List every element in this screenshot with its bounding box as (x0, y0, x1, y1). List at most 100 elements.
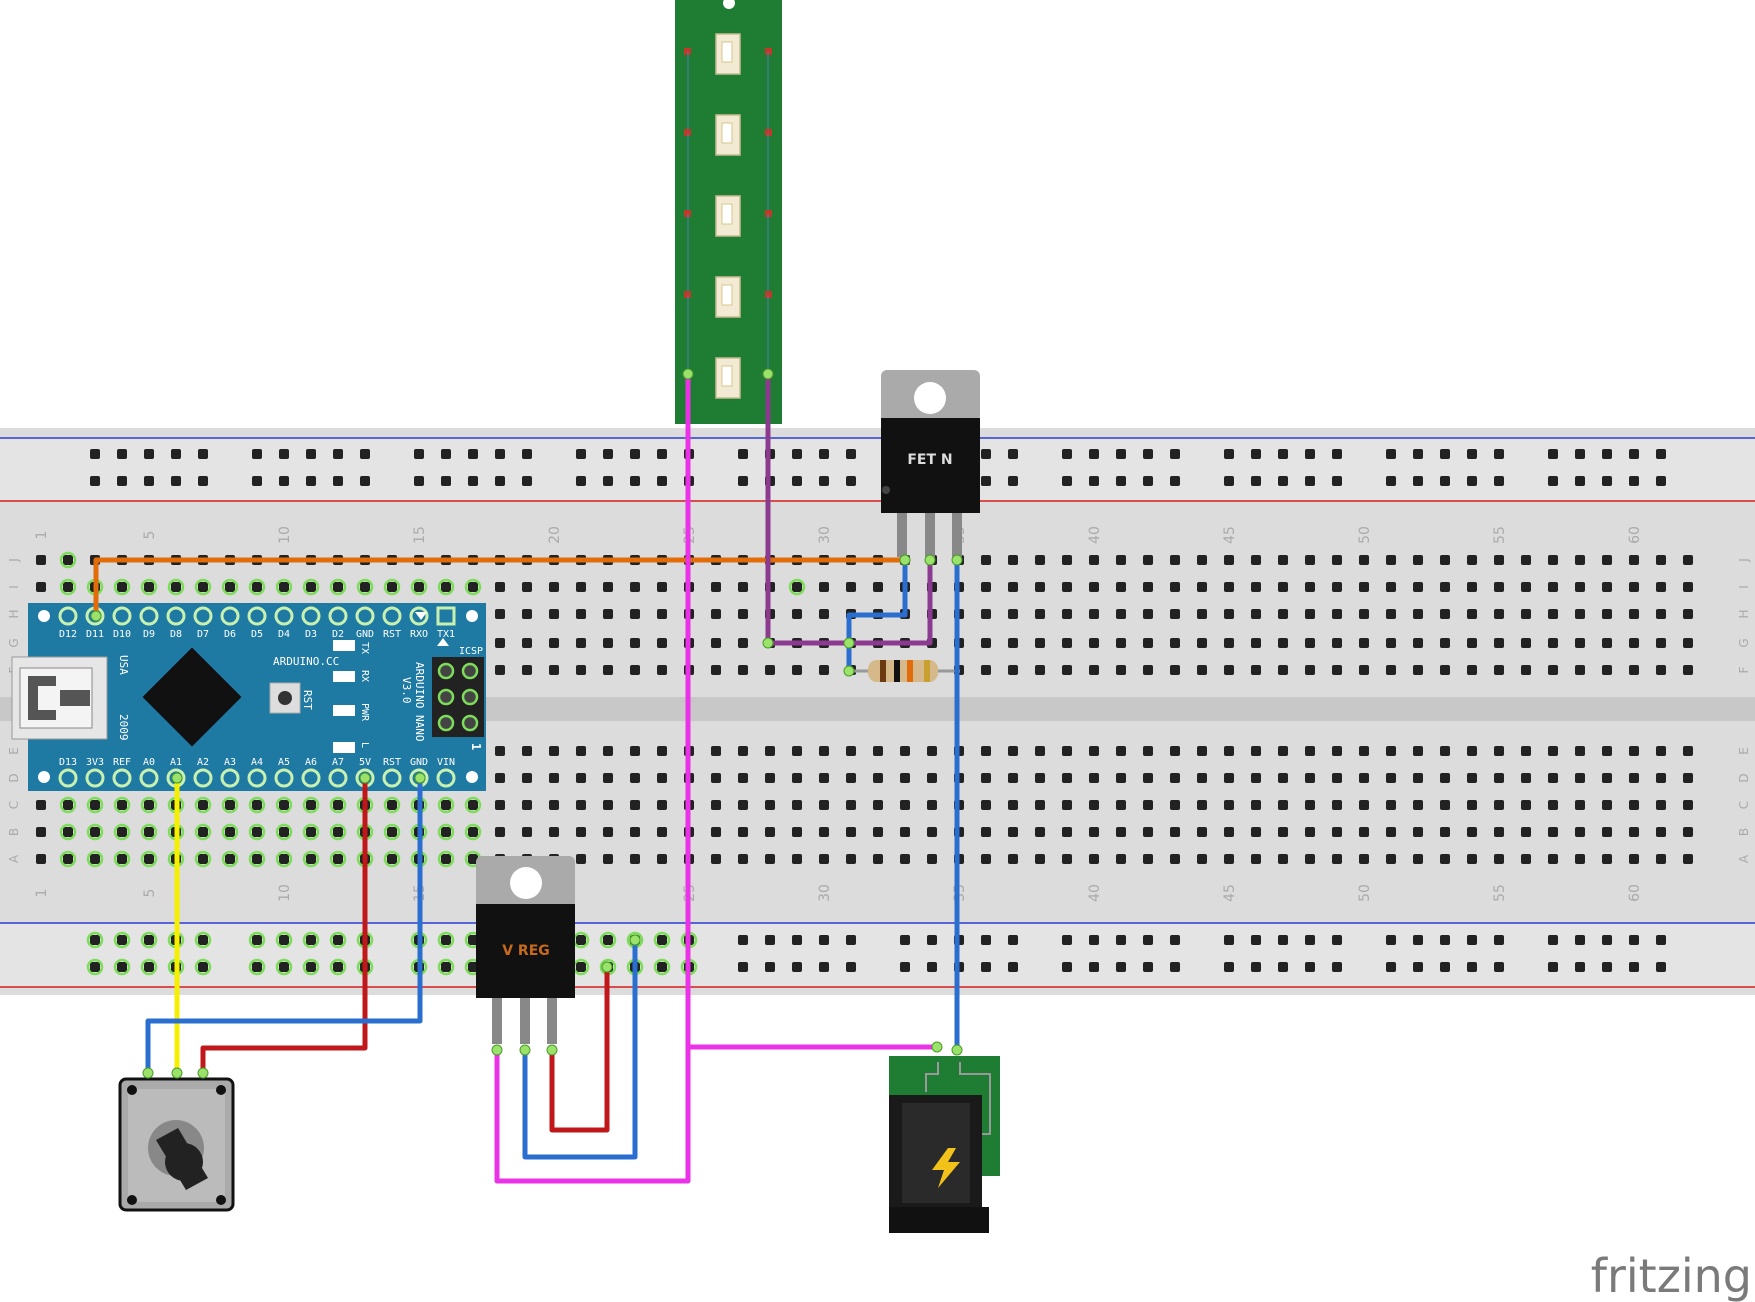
nano-pin-top[interactable] (355, 606, 375, 626)
breadboard-hole[interactable] (819, 665, 829, 675)
breadboard-hole[interactable] (738, 582, 748, 592)
breadboard-hole[interactable] (198, 827, 208, 837)
mosfet-fet-n[interactable]: FET N (881, 370, 980, 557)
breadboard-hole[interactable] (1575, 665, 1585, 675)
breadboard-hole[interactable] (1602, 665, 1612, 675)
breadboard-hole[interactable] (603, 827, 613, 837)
breadboard-hole[interactable] (981, 638, 991, 648)
breadboard-hole[interactable] (1386, 827, 1396, 837)
rail-hole[interactable] (1548, 476, 1558, 486)
breadboard-hole[interactable] (1683, 854, 1693, 864)
breadboard-hole[interactable] (1467, 555, 1477, 565)
breadboard-hole[interactable] (1062, 800, 1072, 810)
rail-hole[interactable] (1116, 476, 1126, 486)
breadboard-hole[interactable] (522, 665, 532, 675)
nano-pin-bottom[interactable] (58, 768, 78, 788)
breadboard-hole[interactable] (1467, 582, 1477, 592)
nano-pin-top[interactable] (328, 606, 348, 626)
breadboard-hole[interactable] (1251, 665, 1261, 675)
breadboard-hole[interactable] (1467, 827, 1477, 837)
breadboard-hole[interactable] (1413, 746, 1423, 756)
rail-hole[interactable] (738, 476, 748, 486)
rail-hole[interactable] (1008, 449, 1018, 459)
breadboard-hole[interactable] (1278, 827, 1288, 837)
breadboard-hole[interactable] (306, 800, 316, 810)
rail-hole[interactable] (495, 476, 505, 486)
breadboard-hole[interactable] (1521, 746, 1531, 756)
nano-pin-bottom[interactable] (85, 768, 105, 788)
nano-pin-bottom[interactable] (382, 768, 402, 788)
rail-hole[interactable] (792, 935, 802, 945)
rail-hole[interactable] (1386, 935, 1396, 945)
rail-hole[interactable] (360, 476, 370, 486)
rail-hole[interactable] (630, 449, 640, 459)
breadboard-hole[interactable] (1359, 638, 1369, 648)
breadboard-hole[interactable] (1197, 609, 1207, 619)
breadboard-hole[interactable] (549, 827, 559, 837)
rail-hole[interactable] (1143, 449, 1153, 459)
breadboard-hole[interactable] (1467, 665, 1477, 675)
breadboard-hole[interactable] (981, 555, 991, 565)
rail-hole[interactable] (1440, 962, 1450, 972)
breadboard-hole[interactable] (1089, 665, 1099, 675)
rail-hole[interactable] (1575, 962, 1585, 972)
rail-hole[interactable] (1170, 449, 1180, 459)
breadboard-hole[interactable] (873, 827, 883, 837)
breadboard-hole[interactable] (603, 609, 613, 619)
breadboard-hole[interactable] (873, 773, 883, 783)
breadboard-hole[interactable] (1224, 854, 1234, 864)
breadboard-hole[interactable] (1548, 582, 1558, 592)
breadboard-hole[interactable] (306, 582, 316, 592)
breadboard-hole[interactable] (1305, 827, 1315, 837)
breadboard-hole[interactable] (1683, 582, 1693, 592)
rail-hole[interactable] (90, 962, 100, 972)
breadboard-hole[interactable] (1116, 555, 1126, 565)
rail-hole[interactable] (198, 476, 208, 486)
breadboard-hole[interactable] (1440, 665, 1450, 675)
breadboard-hole[interactable] (1494, 555, 1504, 565)
breadboard-hole[interactable] (630, 665, 640, 675)
rail-hole[interactable] (1224, 476, 1234, 486)
breadboard-hole[interactable] (1629, 827, 1639, 837)
breadboard-hole[interactable] (144, 854, 154, 864)
breadboard-hole[interactable] (522, 609, 532, 619)
breadboard-hole[interactable] (1494, 582, 1504, 592)
rail-hole[interactable] (1251, 476, 1261, 486)
breadboard-hole[interactable] (846, 854, 856, 864)
rail-hole[interactable] (1440, 476, 1450, 486)
breadboard-hole[interactable] (1116, 746, 1126, 756)
nano-pin-bottom[interactable] (274, 768, 294, 788)
rail-hole[interactable] (198, 935, 208, 945)
breadboard-hole[interactable] (117, 582, 127, 592)
breadboard-hole[interactable] (1656, 746, 1666, 756)
rail-hole[interactable] (1008, 476, 1018, 486)
breadboard-hole[interactable] (630, 854, 640, 864)
breadboard-hole[interactable] (1197, 827, 1207, 837)
breadboard-hole[interactable] (792, 800, 802, 810)
rail-hole[interactable] (1278, 449, 1288, 459)
breadboard-hole[interactable] (549, 638, 559, 648)
breadboard-hole[interactable] (63, 555, 73, 565)
breadboard-hole[interactable] (1494, 800, 1504, 810)
breadboard-hole[interactable] (279, 800, 289, 810)
breadboard-hole[interactable] (657, 582, 667, 592)
breadboard-hole[interactable] (603, 582, 613, 592)
breadboard-hole[interactable] (603, 854, 613, 864)
breadboard-hole[interactable] (1332, 854, 1342, 864)
breadboard-hole[interactable] (576, 773, 586, 783)
rail-hole[interactable] (657, 476, 667, 486)
nano-pin-top[interactable] (139, 606, 159, 626)
breadboard-hole[interactable] (144, 582, 154, 592)
nano-pin-top[interactable] (112, 606, 132, 626)
breadboard-hole[interactable] (1224, 582, 1234, 592)
breadboard-hole[interactable] (1521, 609, 1531, 619)
reset-button[interactable] (269, 682, 301, 714)
breadboard-hole[interactable] (1494, 746, 1504, 756)
breadboard-hole[interactable] (1224, 555, 1234, 565)
rail-hole[interactable] (981, 962, 991, 972)
breadboard-hole[interactable] (252, 854, 262, 864)
wire-orange-d11-to-gate[interactable] (93, 557, 908, 619)
rail-hole[interactable] (117, 962, 127, 972)
breadboard-hole[interactable] (1386, 638, 1396, 648)
rail-hole[interactable] (522, 449, 532, 459)
